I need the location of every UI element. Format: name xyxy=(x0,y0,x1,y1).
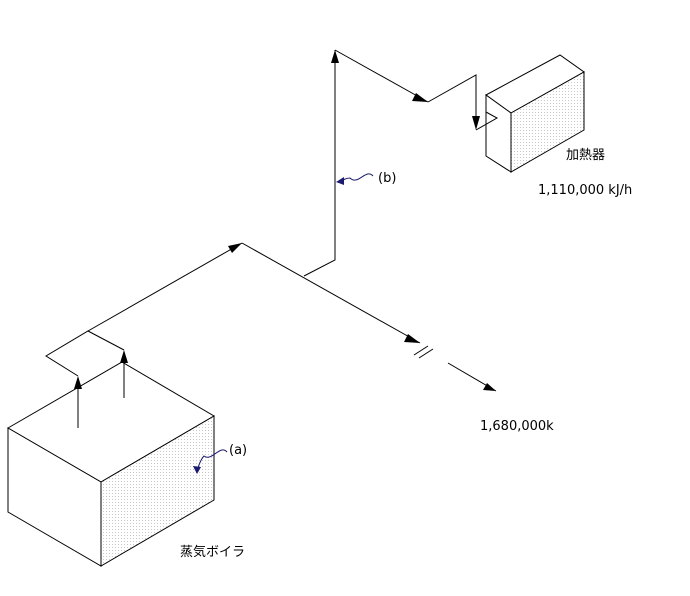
outflow-label: 1,680,000k xyxy=(480,419,554,434)
branch-right-arrow xyxy=(412,93,428,102)
callout-a-arrow xyxy=(193,466,201,474)
heater-branch-line xyxy=(303,49,480,277)
marker-a-label: (a) xyxy=(229,443,247,458)
branch-up-arrow xyxy=(331,50,339,63)
steam-header xyxy=(45,242,243,377)
riser-right-arrow xyxy=(120,350,128,363)
main-line-arrow xyxy=(404,334,420,343)
boiler-label: 蒸気ボイラ xyxy=(180,544,245,560)
callout-b-arrow xyxy=(336,177,344,185)
heater xyxy=(475,54,585,173)
boiler-risers xyxy=(74,350,128,428)
callout-b xyxy=(336,173,374,185)
heater-right-face xyxy=(510,71,585,173)
callout-a xyxy=(193,449,228,474)
header-arrow xyxy=(228,243,242,253)
boiler-right-face xyxy=(100,415,215,567)
outflow-arrow xyxy=(483,383,496,391)
riser-left-arrow xyxy=(74,376,82,389)
marker-b-label: (b) xyxy=(378,171,396,186)
heater-label: 加熱器 xyxy=(566,148,605,163)
steam-boiler xyxy=(7,361,215,567)
main-outflow-line xyxy=(241,242,497,392)
break-mark-2 xyxy=(418,348,434,359)
break-mark-1 xyxy=(413,345,429,356)
heater-duty-label: 1,110,000 kJ/h xyxy=(538,183,632,198)
heater-inlet-arrow xyxy=(472,116,480,130)
heater-inlet-stub xyxy=(475,111,499,131)
